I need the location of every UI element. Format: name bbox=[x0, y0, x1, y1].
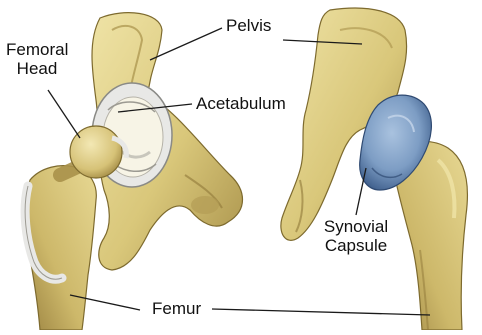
pelvis-label: Pelvis bbox=[226, 16, 271, 35]
femur-label: Femur bbox=[152, 299, 201, 318]
synovial-capsule-label-line1: Synovial bbox=[320, 217, 392, 236]
acetabulum-label: Acetabulum bbox=[196, 94, 286, 113]
synovial-capsule-label: Synovial Capsule bbox=[320, 217, 392, 255]
synovial-capsule-label-line2: Capsule bbox=[320, 236, 392, 255]
femur-leader-right bbox=[212, 309, 430, 315]
femoral-head-label: Femoral Head bbox=[6, 40, 68, 78]
femoral-head-label-line1: Femoral bbox=[6, 40, 68, 59]
femoral-head-leader bbox=[48, 90, 80, 138]
femoral-head-label-line2: Head bbox=[6, 59, 68, 78]
